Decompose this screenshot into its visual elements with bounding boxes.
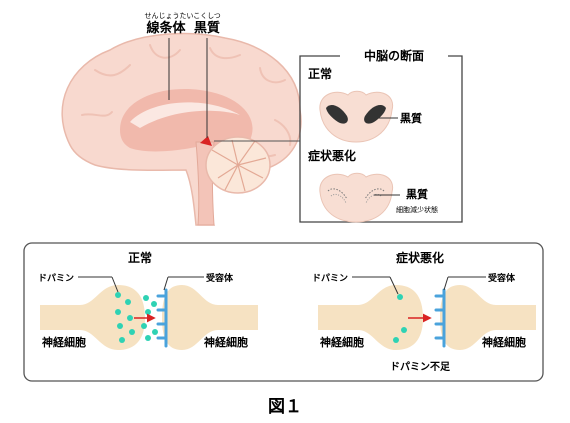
figure-caption: 図１ <box>268 397 302 417</box>
midbrain-normal-label: 黒質 <box>400 111 422 125</box>
striatum-label: 線条体 <box>146 20 186 36</box>
midbrain-worse-label: 黒質 <box>406 187 428 201</box>
synapse-normal-neuron-left: 神経細胞 <box>42 335 86 349</box>
synapse-worse-dopamine <box>393 294 407 343</box>
brain-illustration <box>61 32 302 226</box>
synapse-normal-receptor-label: 受容体 <box>206 272 234 284</box>
cerebellum <box>205 136 271 194</box>
nigra-label: 黒質 <box>194 20 220 36</box>
brain-deep-region <box>120 89 253 152</box>
midbrain-panel: 中脳の断面 正常 黒質 症状悪化 黒質 細胞減少状態 <box>299 48 463 223</box>
synapse-normal-dopamine-label: ドパミン <box>38 272 74 284</box>
synapse-normal-postsynaptic <box>162 285 258 350</box>
midbrain-worse-sublabel: 細胞減少状態 <box>396 205 438 214</box>
synapse-worse-shortage-label: ドパミン不足 <box>390 361 451 373</box>
synapse-normal-heading: 正常 <box>128 250 152 265</box>
synapse-worse <box>318 276 536 350</box>
synapse-worse-neuron-left: 神経細胞 <box>320 335 364 349</box>
synapse-worse-neuron-right: 神経細胞 <box>482 335 526 349</box>
synapse-normal-receptor-pointer-tip <box>163 276 169 291</box>
midbrain-worse-section <box>319 172 394 223</box>
synapse-worse-dopamine-label: ドパミン <box>312 272 348 284</box>
striatum-ruby: せんじょうたい <box>145 12 194 20</box>
synapse-normal <box>40 276 258 350</box>
midbrain-panel-title: 中脳の断面 <box>364 48 424 63</box>
corpus-callosum <box>130 102 240 128</box>
synapse-worse-postsynaptic <box>440 285 536 350</box>
midbrain-normal-section <box>319 90 394 143</box>
synapse-normal-neuron-right: 神経細胞 <box>204 335 248 349</box>
synapse-normal-dopamine-pointer-tip <box>111 276 119 293</box>
synapse-worse-presynaptic <box>318 285 423 350</box>
synapse-normal-dopamine <box>115 292 158 343</box>
synapse-worse-receptor-label: 受容体 <box>488 272 516 284</box>
synapse-worse-receptor-pointer-tip <box>443 276 449 291</box>
synapse-panel <box>23 242 544 382</box>
nigra-ruby: こくしつ <box>193 12 221 20</box>
synapse-worse-dopamine-pointer-tip <box>389 276 399 295</box>
synapse-worse-heading: 症状悪化 <box>396 250 444 265</box>
synapse-normal-presynaptic <box>40 285 145 350</box>
midbrain-normal-heading: 正常 <box>308 66 332 81</box>
midbrain-worse-heading: 症状悪化 <box>308 148 356 163</box>
synapse-worse-receptors <box>434 288 446 348</box>
substantia-nigra-marker <box>200 136 212 146</box>
synapse-normal-receptors <box>156 288 168 348</box>
